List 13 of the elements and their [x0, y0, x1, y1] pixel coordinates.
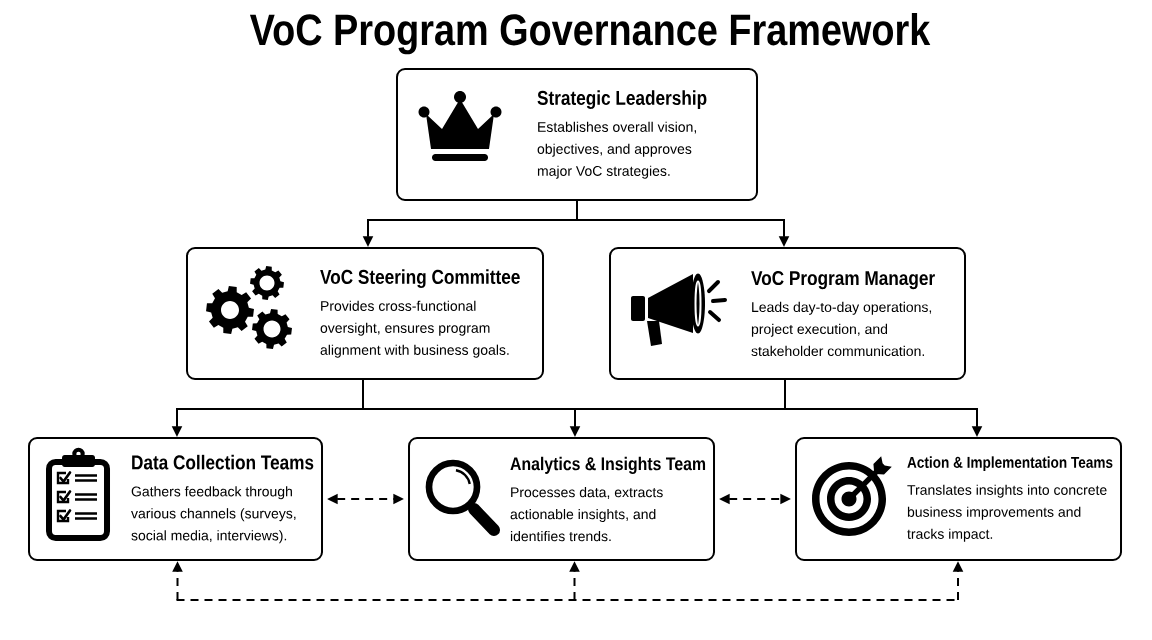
box-text: Processes data, extracts actionable insights, and identifies trends.: [510, 486, 663, 542]
title: VoC Program Governance Framework: [249, 13, 931, 55]
box-text: Leads day-to-day operations, project execution, and stakeholder communication.: [751, 301, 932, 357]
box-text: Establishes overall vision, objectives, and approves major VoC strategies.: [537, 121, 696, 179]
box-text: Gathers feedback through various channels (surveys, social media, interviews).: [131, 486, 296, 544]
box-title: Strategic Leadership: [537, 90, 707, 110]
box-title: Data Collection Teams: [132, 454, 314, 470]
box-title: Analytics & Insights Team: [510, 456, 706, 474]
box-title: VoC Program Manager: [751, 270, 935, 290]
box-text: Translates insights into concrete business improvements and tracks impact.: [907, 484, 1107, 542]
box-title: VoC Steering Committee: [320, 269, 520, 289]
box-title: Action & Implementation Teams: [907, 456, 1113, 472]
box-text: Provides cross-functional oversight, ensures program alignment with business goals.: [320, 300, 509, 358]
